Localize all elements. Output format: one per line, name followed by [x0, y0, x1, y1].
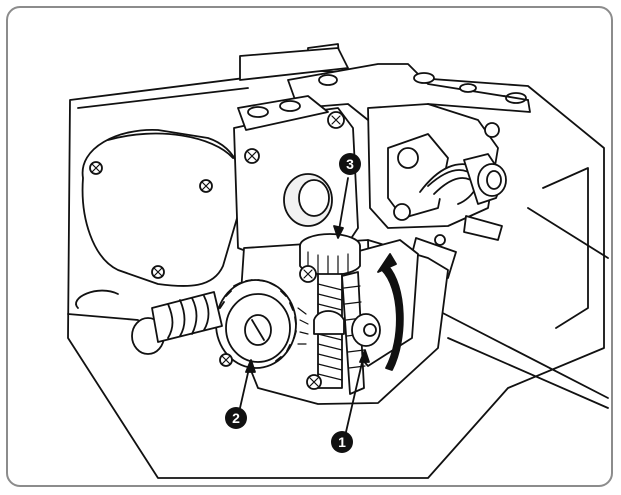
callout-2-marker — [225, 407, 247, 429]
sewing-machine-mechanism-illustration: 3 2 1 — [67, 43, 609, 479]
callout-2: 2 — [225, 407, 247, 429]
top-bracket — [287, 63, 531, 121]
callout-3-marker — [339, 153, 361, 175]
callout-3: 3 — [339, 153, 361, 175]
leader-line-3 — [337, 177, 349, 237]
main-casting — [233, 95, 359, 261]
callout-1: 1 — [331, 431, 353, 453]
illustration-frame: 3 2 1 — [6, 6, 613, 487]
leader-line-1 — [345, 353, 365, 433]
callout-1-marker — [331, 431, 353, 453]
callout-2-label: 2 — [232, 410, 240, 426]
callout-1-label: 1 — [338, 434, 346, 450]
stitch-lever — [313, 253, 404, 395]
leader-lines — [239, 177, 370, 433]
dial-knob — [215, 279, 309, 369]
spring-assembly — [67, 289, 233, 367]
right-mechanism — [367, 103, 507, 279]
callout-3-label: 3 — [346, 156, 354, 172]
motor-housing — [81, 129, 244, 287]
